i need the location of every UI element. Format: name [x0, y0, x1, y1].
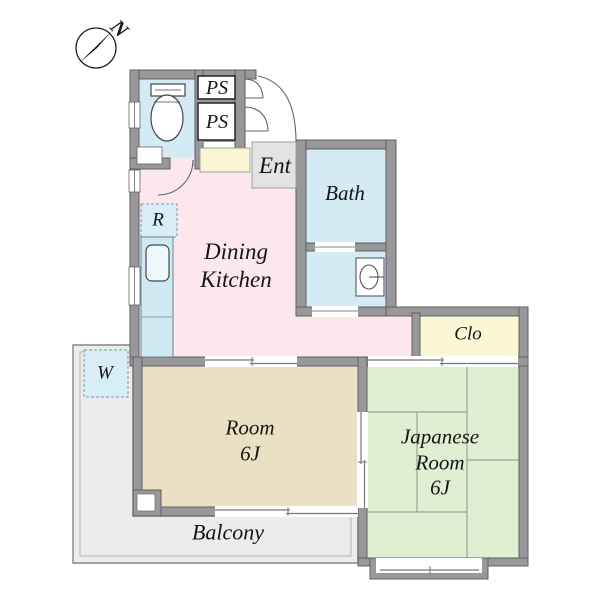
slider-jroom-top: [368, 356, 518, 367]
entry-zone: [197, 75, 297, 189]
sink-icon: [145, 244, 170, 282]
tatami-lines: [367, 366, 519, 558]
entrance-floor: [251, 141, 297, 189]
toilet-niche: [136, 146, 163, 165]
slider-room-jroom: [357, 412, 368, 508]
room-corner-niche: [136, 493, 156, 512]
wall-bath-left: [295, 139, 307, 317]
refrigerator-pad: [140, 203, 178, 238]
dining-kitchen-floor: [139, 158, 412, 357]
ps1-door-arc: [244, 78, 264, 99]
wall-dk-bottom: [129, 356, 529, 367]
wall-right-outer: [518, 306, 529, 567]
toilet-icon: [150, 83, 186, 142]
japanese-room-floor: [367, 366, 519, 558]
pipe-space-2: [197, 102, 236, 141]
north-arrow-icon: [78, 30, 113, 64]
wall-closet-left: [411, 312, 421, 361]
wall-bath-right: [385, 139, 397, 317]
porch: [369, 557, 489, 580]
window-icons: [128, 101, 141, 306]
closet-floor: [420, 315, 519, 357]
wall-ps-right: [234, 69, 246, 149]
door-arcs: [157, 75, 297, 196]
slider-dk-room: [205, 356, 297, 367]
washing-machine-icon: [355, 257, 385, 297]
wall-bath-top: [295, 139, 397, 150]
compass: [75, 27, 117, 69]
toilet-door-arc: [157, 159, 194, 196]
bath-floor: [306, 149, 386, 243]
entrance-door-arc: [257, 75, 297, 143]
pipe-space-1: [197, 75, 236, 100]
window-room-balcony: [215, 506, 358, 517]
wall-closet-top: [385, 306, 529, 317]
room-floor: [142, 366, 358, 507]
openings: [128, 101, 518, 517]
washer-pad: [83, 349, 129, 398]
room-fills: [139, 79, 519, 558]
ps2-door-arc: [244, 106, 269, 132]
shoe-cabinet: [199, 147, 251, 173]
kitchen-fixtures: [140, 203, 178, 358]
